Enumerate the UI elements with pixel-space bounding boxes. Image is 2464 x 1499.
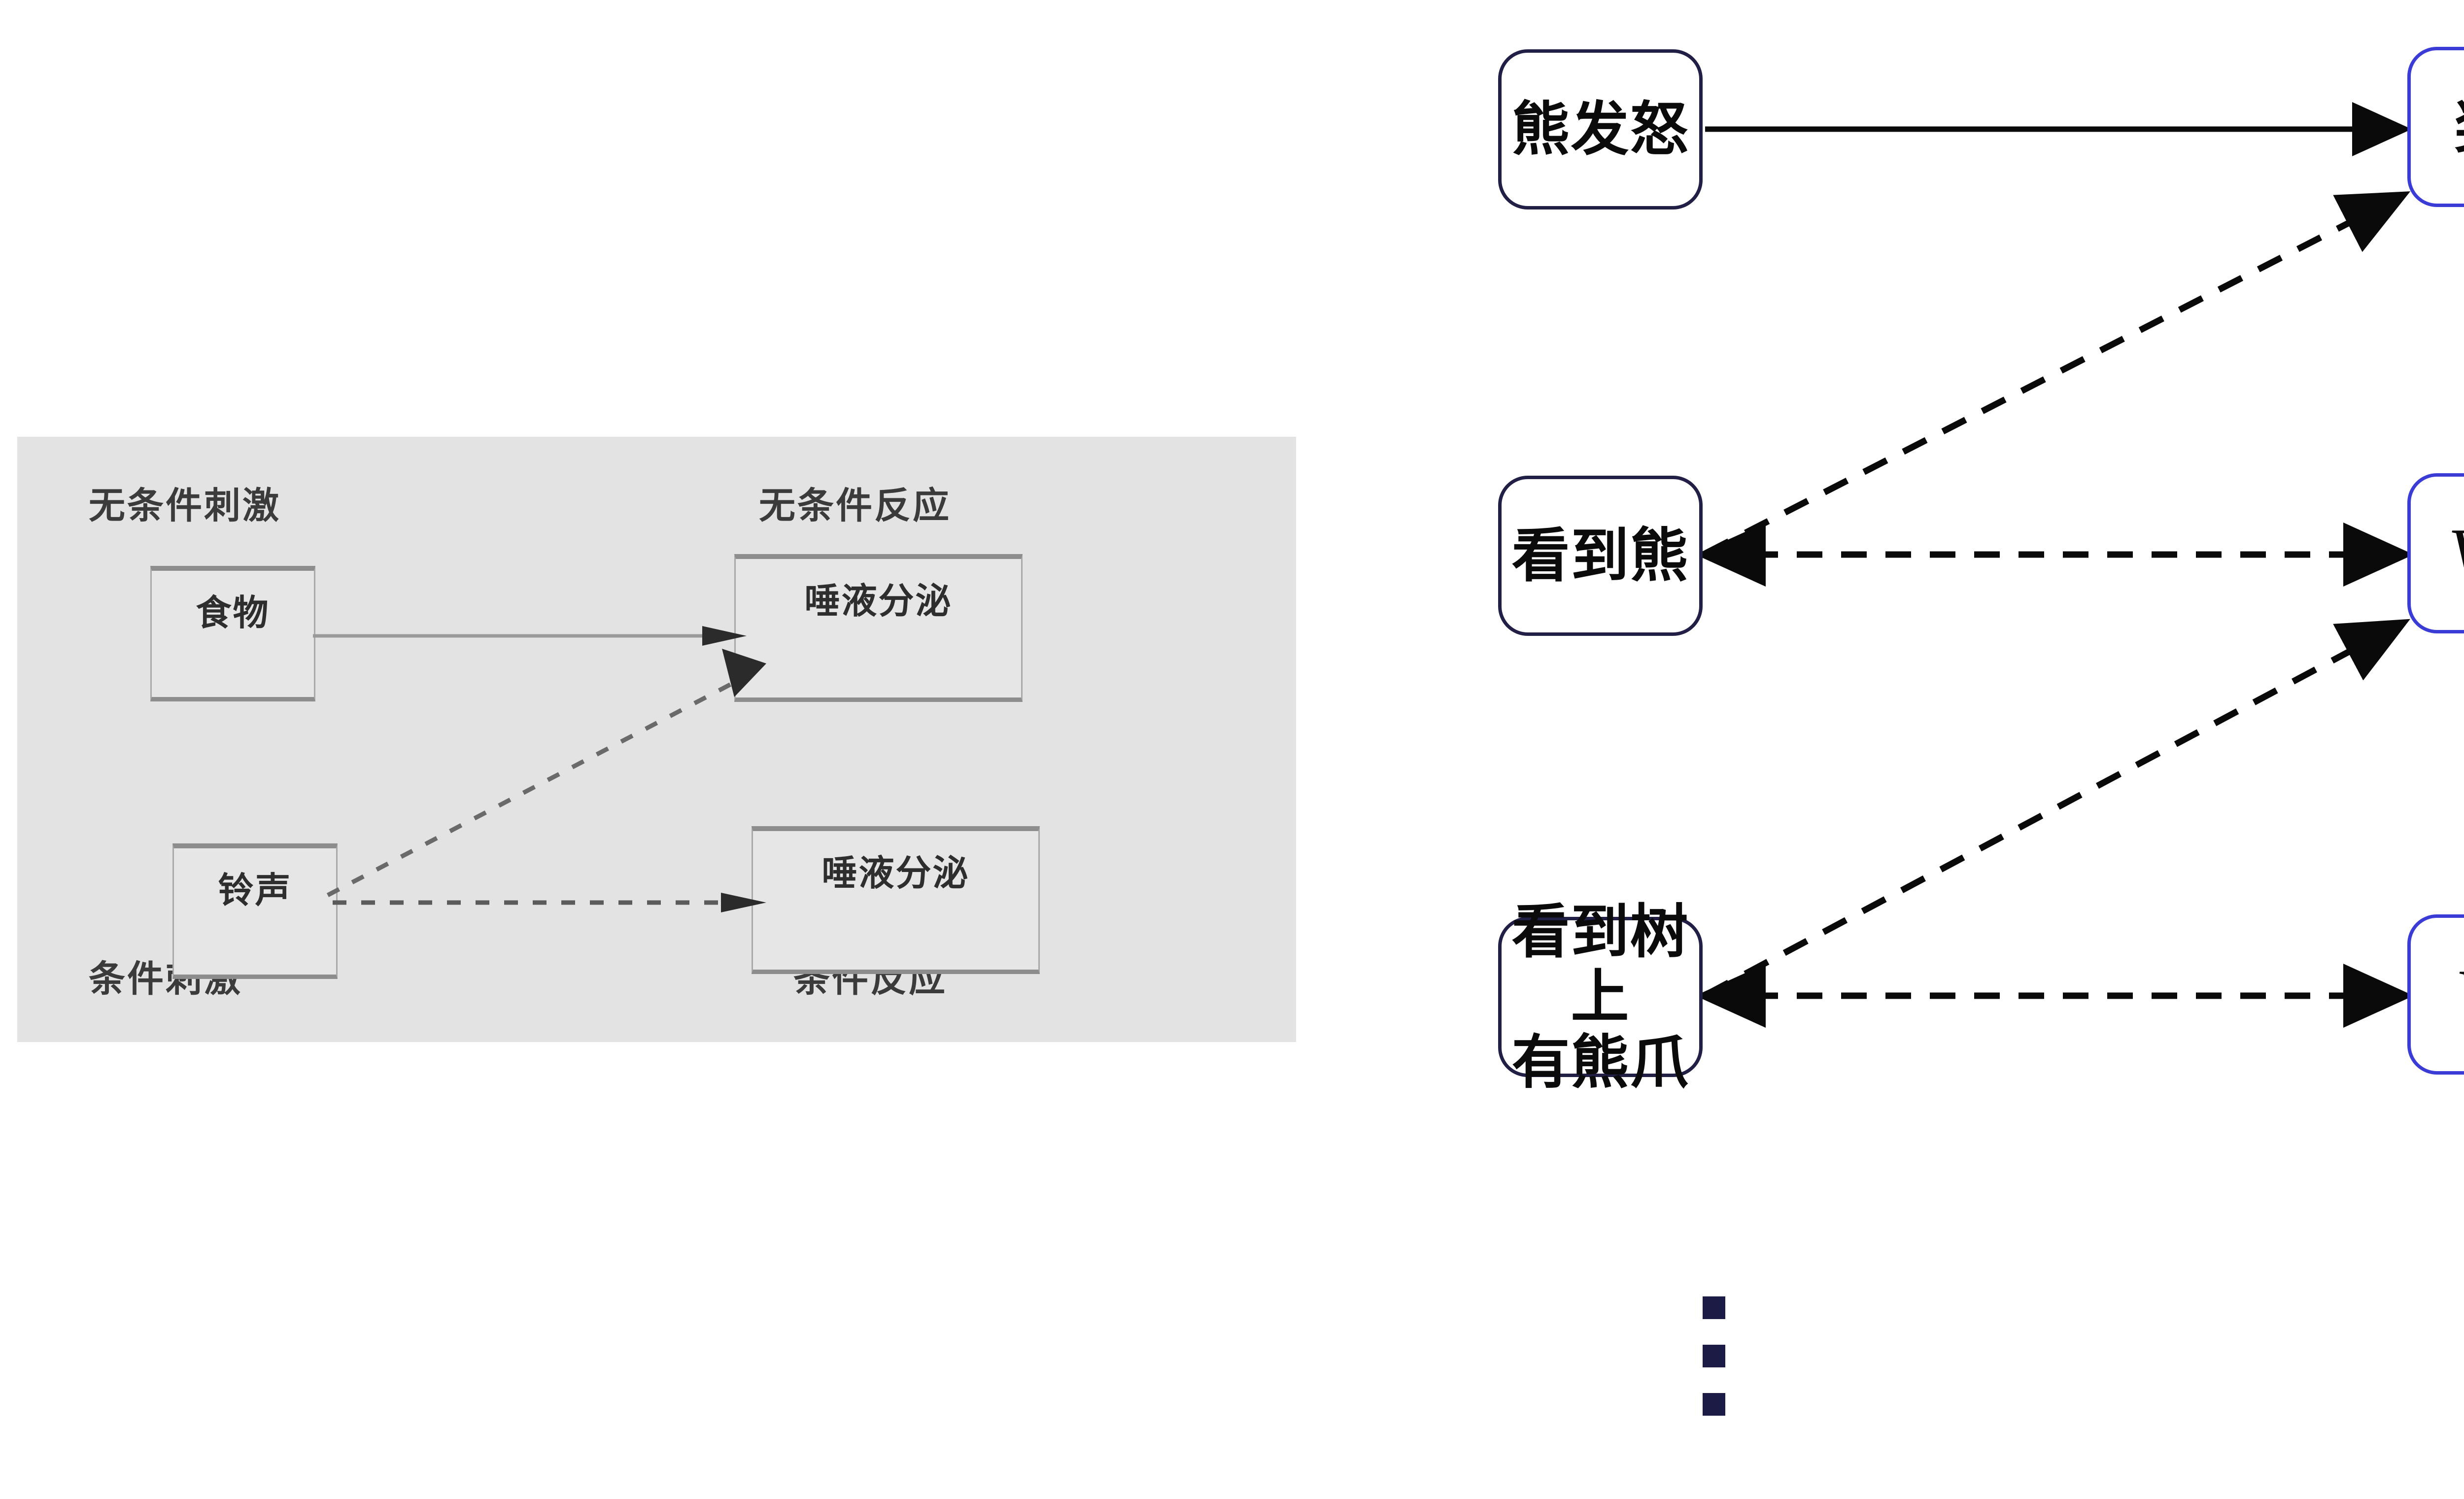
node-see-paw-label-line1: 看到树上 (1511, 898, 1689, 1031)
node-v-s-prime[interactable]: V(s′) (2407, 473, 2464, 633)
ellipsis-dot (1703, 1296, 1725, 1319)
rl-edge-layer (1695, 102, 2414, 1028)
label-unconditioned-stimulus: 无条件刺激 (89, 485, 281, 526)
cc-box-salivation-upper: 唾液分泌 (734, 554, 1023, 702)
node-see-paw[interactable]: 看到树上 有熊爪 (1498, 899, 1703, 1095)
cc-arrow-food-to-salivation-icon (313, 626, 747, 646)
cc-box-salivation-lower: 唾液分泌 (752, 826, 1040, 974)
td-learning-diagram: 熊发怒 看到熊 看到树上 有熊爪 奖励 V(s′) V(s) (1429, 0, 2464, 1499)
node-see-paw-label-line2: 有熊爪 (1511, 1028, 1689, 1096)
cc-box-bell-label: 铃声 (218, 871, 292, 910)
cc-arrow-bell-to-salivation-icon (333, 893, 766, 912)
node-v-s-label: V(s) (2456, 956, 2464, 1033)
edge-see-bear-to-reward (1705, 191, 2411, 556)
node-v-s[interactable]: V(s) (2407, 914, 2464, 1075)
cc-box-bell: 铃声 (172, 843, 338, 979)
node-bear-angry[interactable]: 熊发怒 (1498, 49, 1703, 209)
node-see-bear-label: 看到熊 (1511, 522, 1689, 590)
node-see-bear[interactable]: 看到熊 (1498, 476, 1703, 636)
cc-box-salivation-upper-label: 唾液分泌 (804, 582, 953, 621)
node-see-paw-label: 看到树上 有熊爪 (1502, 898, 1699, 1096)
ellipsis-left-column (1703, 1296, 1725, 1416)
node-v-s-prime-label: V(s′) (2448, 515, 2464, 592)
cc-box-food: 食物 (150, 566, 315, 701)
classical-conditioning-panel: 无条件刺激 无条件反应 条件刺激 条件反应 食物 铃声 唾液分泌 唾液分泌 (17, 437, 1296, 1042)
cc-box-salivation-lower-label: 唾液分泌 (821, 854, 970, 893)
node-reward[interactable]: 奖励 (2407, 47, 2464, 207)
label-unconditioned-response: 无条件反应 (759, 485, 951, 526)
node-reward-label: 奖励 (2454, 94, 2464, 159)
cc-arrow-bell-diagonal-icon (326, 649, 766, 897)
edge-see-paw-to-v-s-prime (1704, 619, 2410, 998)
cc-box-food-label: 食物 (196, 593, 270, 633)
ellipsis-dot (1703, 1345, 1725, 1367)
ellipsis-dot (1703, 1393, 1725, 1416)
node-bear-angry-label: 熊发怒 (1511, 95, 1689, 164)
